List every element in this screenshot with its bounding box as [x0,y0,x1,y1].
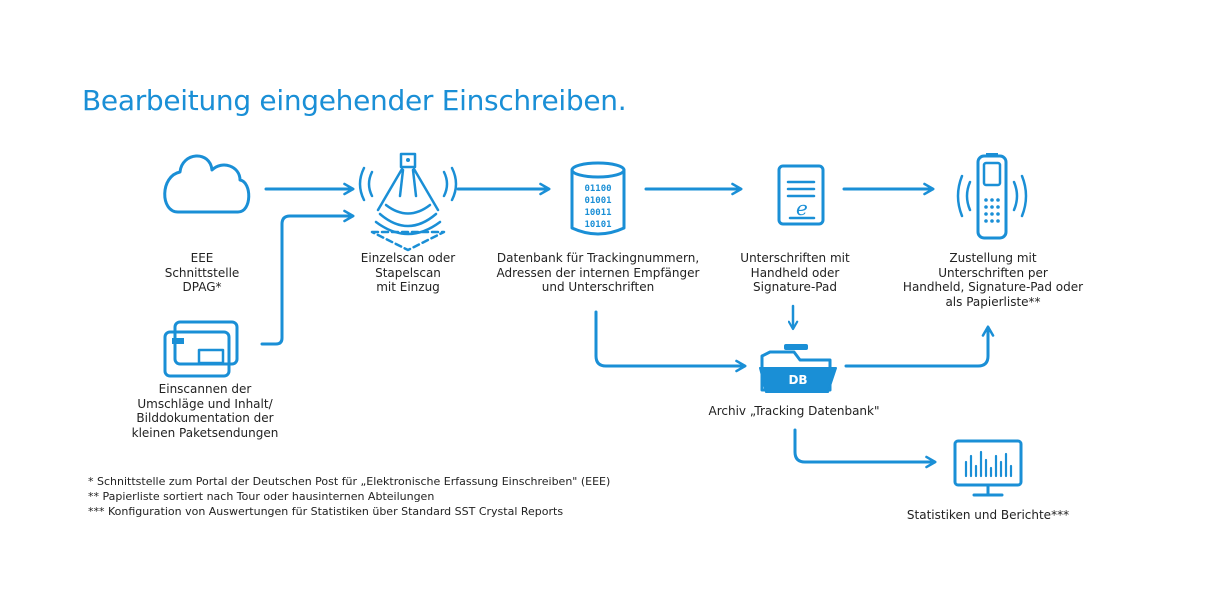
footnote: * Schnittstelle zum Portal der Deutschen… [88,475,611,488]
signature-document-icon: e [777,164,825,226]
monitor-chart-icon [953,439,1023,497]
database-bits-row: 01100 [584,184,611,194]
signatures-label: Unterschriften mit Handheld oder Signatu… [740,251,850,294]
database-bits-row: 01001 [584,196,611,206]
envelope-scan-label: Einscannen der Umschläge und Inhalt/ Bil… [131,382,279,440]
database-icon: 01100 01001 10011 10101 [570,161,626,236]
cloud-icon [163,154,251,214]
handheld-scanner-icon [956,153,1028,240]
database-bits-row: 10011 [584,208,611,218]
archive-badge: DB [788,373,807,387]
envelopes-icon [163,320,239,378]
scanner-icon [358,152,458,252]
archive-label: Archiv „Tracking Datenbank" [708,404,880,418]
db-folder-icon: DB [759,344,837,393]
scanner-label: Einzelscan oder Stapelscan mit Einzug [360,251,456,294]
flow-arrows [260,182,995,469]
arrow-archive-to-delivery [844,325,995,368]
footnote: *** Konfiguration von Auswertungen für S… [88,505,564,518]
database-label: Datenbank für Trackingnummern, Adressen … [496,251,700,294]
arrow-database-to-archive [594,310,747,373]
signature-glyph: e [796,196,808,220]
delivery-label: Zustellung mit Unterschriften per Handhe… [902,251,1084,309]
statistics-label: Statistiken und Berichte*** [906,508,1070,522]
footnote: ** Papierliste sortiert nach Tour oder h… [88,490,435,503]
eee-interface-label: EEE Schnittstelle DPAG* [164,251,240,294]
database-bits-row: 10101 [584,220,611,230]
arrow-envelopes-to-scanner [260,209,355,346]
page-title: Bearbeitung eingehender Einschreiben. [82,84,627,117]
arrow-archive-to-statistics [793,428,937,469]
